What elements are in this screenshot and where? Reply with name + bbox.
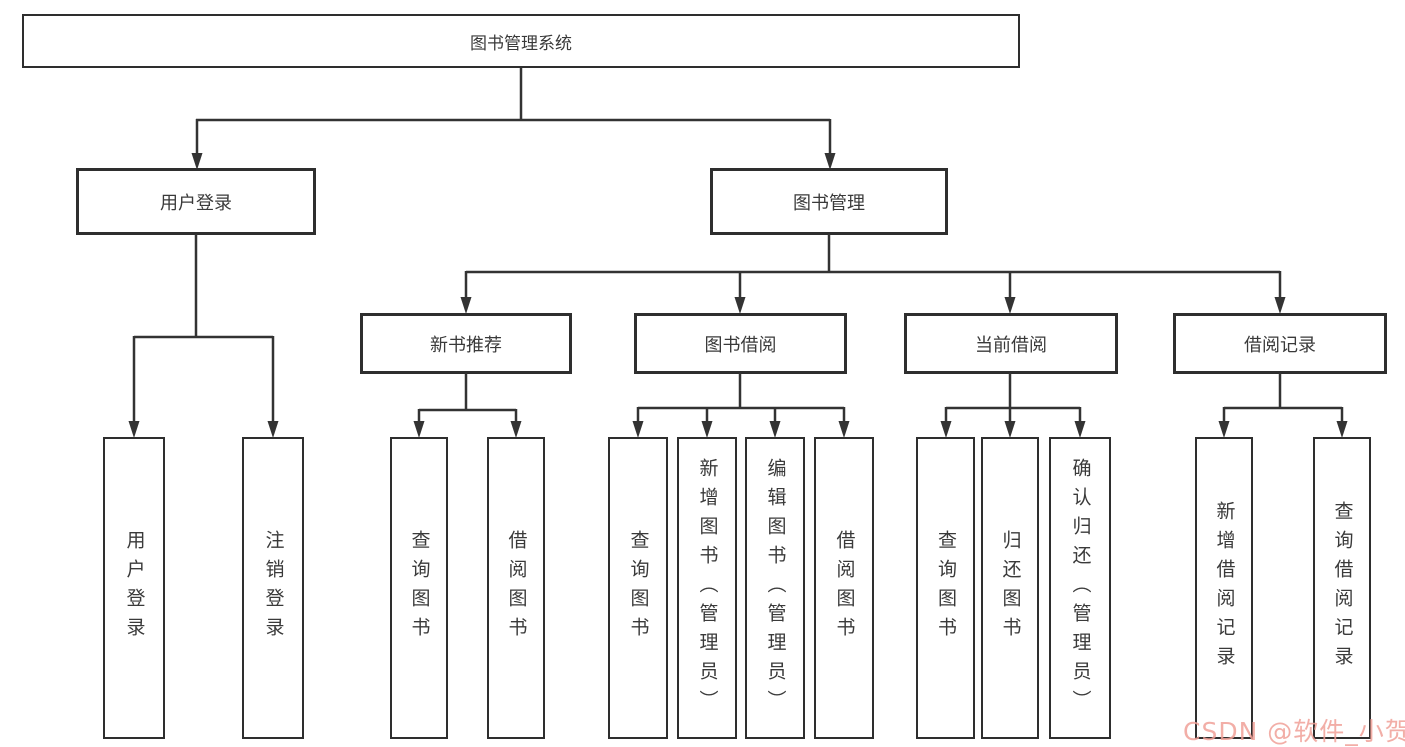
node-label: 借阅图书 [833,530,856,646]
leaf-query-borrow-record: 查询借阅记录 [1313,437,1371,739]
leaf-logout-login: 注销登录 [242,437,304,739]
leaf-return-books: 归还图书 [981,437,1039,739]
leaf-add-borrow-record: 新增借阅记录 [1195,437,1253,739]
leaf-query-books-borrowing: 查询图书 [608,437,668,739]
node-label: 查询图书 [408,530,431,646]
node-current-borrowing: 当前借阅 [904,313,1118,374]
node-label: 借阅图书 [505,530,528,646]
node-label: 新书推荐 [430,334,502,356]
node-label: 归还图书 [999,530,1022,646]
node-label: 编辑图书（管理员） [764,457,787,719]
node-book-management: 图书管理 [710,168,948,235]
node-label: 图书管理系统 [470,33,572,54]
node-label: 查询图书 [935,530,957,646]
node-label: 图书借阅 [704,334,777,356]
node-new-book-recommendation: 新书推荐 [360,313,572,374]
node-label: 查询借阅记录 [1331,501,1354,675]
node-label: 新增借阅记录 [1213,501,1236,675]
node-label: 借阅记录 [1244,334,1316,356]
node-label: 用户登录 [123,530,146,646]
leaf-borrow-books-recommend: 借阅图书 [487,437,545,739]
leaf-query-books-current: 查询图书 [916,437,975,739]
leaf-user-login: 用户登录 [103,437,165,739]
node-label: 确认归还（管理员） [1069,457,1092,719]
node-label: 注销登录 [262,530,285,646]
leaf-add-books-admin: 新增图书（管理员） [677,437,737,739]
node-borrowing-records: 借阅记录 [1173,313,1387,374]
node-label: 图书管理 [793,192,865,214]
node-library-management-system: 图书管理系统 [22,14,1020,68]
node-user-login: 用户登录 [76,168,316,235]
leaf-edit-books-admin: 编辑图书（管理员） [745,437,805,739]
node-label: 当前借阅 [975,334,1047,356]
node-label: 新增图书（管理员） [696,457,719,719]
node-label: 查询图书 [627,530,650,646]
node-book-borrowing: 图书借阅 [634,313,847,374]
node-label: 用户登录 [160,192,232,214]
csdn-watermark: CSDN @软件_小贺同学 [1183,717,1405,746]
leaf-borrow-books-borrowing: 借阅图书 [814,437,874,739]
leaf-query-books-recommend: 查询图书 [390,437,448,739]
leaf-confirm-return-admin: 确认归还（管理员） [1049,437,1111,739]
